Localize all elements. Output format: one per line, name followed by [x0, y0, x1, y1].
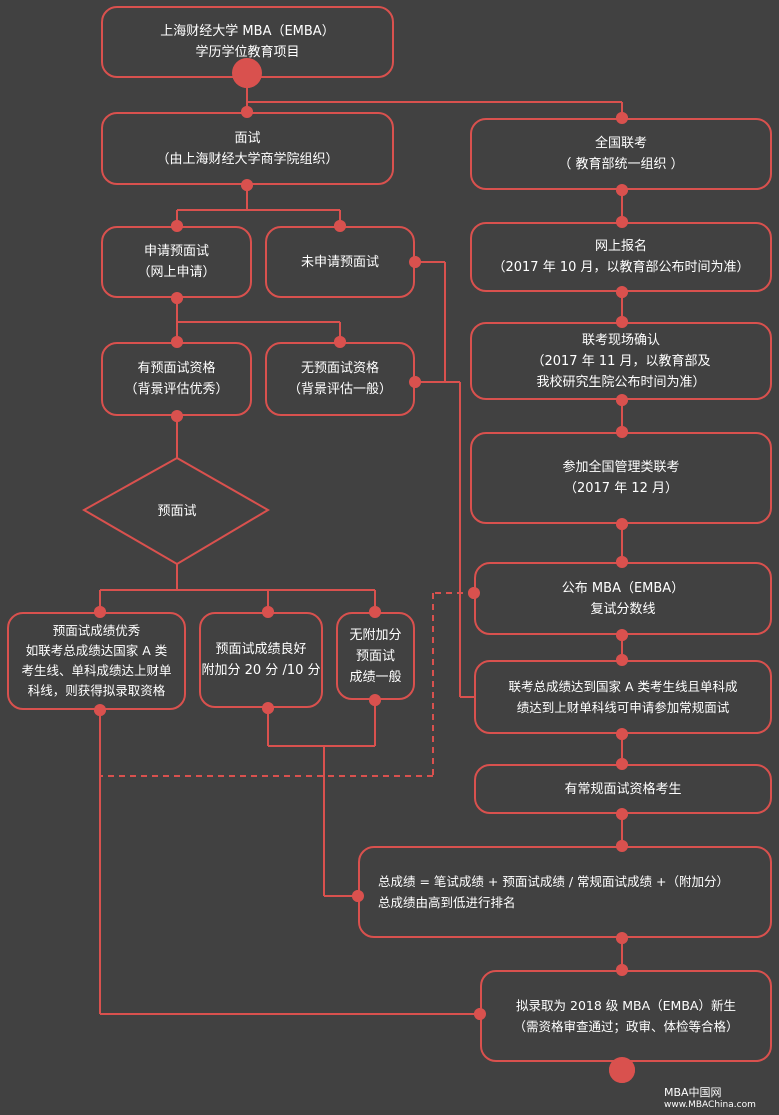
regular-interview-box: 有常规面试资格考生 — [474, 764, 772, 814]
none-line2: 预面试 — [355, 648, 395, 664]
confirm-line1: 联考现场确认 — [581, 332, 660, 348]
has-qual-line1: 有预面试资格 — [137, 361, 216, 376]
admission-box: 拟录取为 2018 级 MBA（EMBA）新生 （需资格审查通过；政审、体检等合… — [480, 970, 772, 1062]
apply-pre-interview-box: 申请预面试 （网上申请） — [101, 226, 252, 298]
excellent-line1: 预面试成绩优秀 — [52, 623, 141, 638]
total-line1: 总成绩 = 笔试成绩 + 预面试成绩 / 常规面试成绩 +（附加分） — [378, 874, 729, 889]
watermark-line1: MBA中国网 — [664, 1086, 722, 1099]
confirm-line2: （2017 年 11 月，以教育部及 — [531, 353, 711, 369]
no-apply-pre-interview-box: 未申请预面试 — [265, 226, 415, 298]
regular-line1: 有常规面试资格考生 — [564, 781, 682, 797]
none-line1: 无附加分 — [349, 627, 402, 643]
total-line2: 总成绩由高到低进行排名 — [378, 895, 516, 910]
has-qual-line2: （背景评估优秀） — [124, 382, 229, 397]
publish-line1: 公布 MBA（EMBA） — [561, 580, 685, 596]
program-start-box: 上海财经大学 MBA（EMBA） 学历学位教育项目 — [101, 6, 394, 78]
total-score-box: 总成绩 = 笔试成绩 + 预面试成绩 / 常规面试成绩 +（附加分） 总成绩由高… — [358, 846, 772, 938]
apply-pre-line2: （网上申请） — [137, 265, 216, 280]
watermark-line2: www.MBAChina.com — [664, 1100, 756, 1110]
has-pre-qualification-box: 有预面试资格 （背景评估优秀） — [101, 342, 252, 416]
register-line1: 网上报名 — [594, 239, 647, 254]
reach-line2: 绩达到上财单科线可申请参加常规面试 — [516, 700, 730, 715]
pre-good-box: 预面试成绩良好 附加分 20 分 /10 分 — [199, 612, 323, 708]
online-register-box: 网上报名 （2017 年 10 月，以教育部公布时间为准） — [470, 222, 772, 292]
interview-box: 面试 （由上海财经大学商学院组织） — [101, 112, 394, 185]
no-qual-line2: （背景评估一般） — [287, 382, 392, 397]
excellent-line4: 科线，则获得拟录取资格 — [27, 683, 166, 698]
no-qual-line1: 无预面试资格 — [300, 361, 379, 376]
exam-line2: （ 教育部统一组织 ） — [558, 157, 684, 172]
excellent-line3: 考生线、单科成绩达上财单 — [21, 663, 172, 678]
publish-score-line-box: 公布 MBA（EMBA） 复试分数线 — [474, 562, 772, 635]
attend-line1: 参加全国管理类联考 — [562, 460, 680, 475]
program-title-line1: 上海财经大学 MBA（EMBA） — [160, 24, 335, 39]
attend-exam-box: 参加全国管理类联考 （2017 年 12 月） — [470, 432, 772, 524]
excellent-line2: 如联考总成绩达国家 A 类 — [25, 643, 168, 658]
good-line1: 预面试成绩良好 — [215, 642, 307, 657]
no-apply-pre-line1: 未申请预面试 — [300, 254, 379, 270]
admit-line2: （需资格审查通过；政审、体检等合格） — [513, 1019, 739, 1034]
apply-pre-line1: 申请预面试 — [143, 244, 209, 259]
confirm-line3: 我校研究生院公布时间为准） — [536, 374, 706, 390]
publish-line2: 复试分数线 — [590, 601, 656, 617]
exam-line1: 全国联考 — [594, 136, 647, 151]
reach-line1: 联考总成绩达到国家 A 类考生线且单科成 — [508, 679, 738, 694]
pre-excellent-box: 预面试成绩优秀 如联考总成绩达国家 A 类 考生线、单科成绩达上财单 科线，则获… — [7, 612, 186, 710]
no-pre-qualification-box: 无预面试资格 （背景评估一般） — [265, 342, 415, 416]
onsite-confirm-box: 联考现场确认 （2017 年 11 月，以教育部及 我校研究生院公布时间为准） — [470, 322, 772, 400]
interview-line1: 面试 — [234, 130, 261, 146]
program-title-line2: 学历学位教育项目 — [195, 45, 300, 60]
admit-line1: 拟录取为 2018 级 MBA（EMBA）新生 — [516, 998, 736, 1013]
pre-interview-diamond-label: 预面试 — [157, 504, 197, 519]
watermark: MBA中国网 www.MBAChina.com — [664, 1086, 756, 1112]
good-line2: 附加分 20 分 /10 分 — [201, 663, 321, 678]
national-exam-box: 全国联考 （ 教育部统一组织 ） — [470, 118, 772, 190]
none-line3: 成绩一般 — [349, 669, 402, 685]
register-line2: （2017 年 10 月，以教育部公布时间为准） — [492, 260, 750, 275]
reach-line-box: 联考总成绩达到国家 A 类考生线且单科成 绩达到上财单科线可申请参加常规面试 — [474, 660, 772, 734]
interview-line2: （由上海财经大学商学院组织） — [156, 151, 339, 167]
attend-line2: （2017 年 12 月） — [563, 481, 679, 496]
pre-none-box: 无附加分 预面试 成绩一般 — [336, 612, 415, 700]
